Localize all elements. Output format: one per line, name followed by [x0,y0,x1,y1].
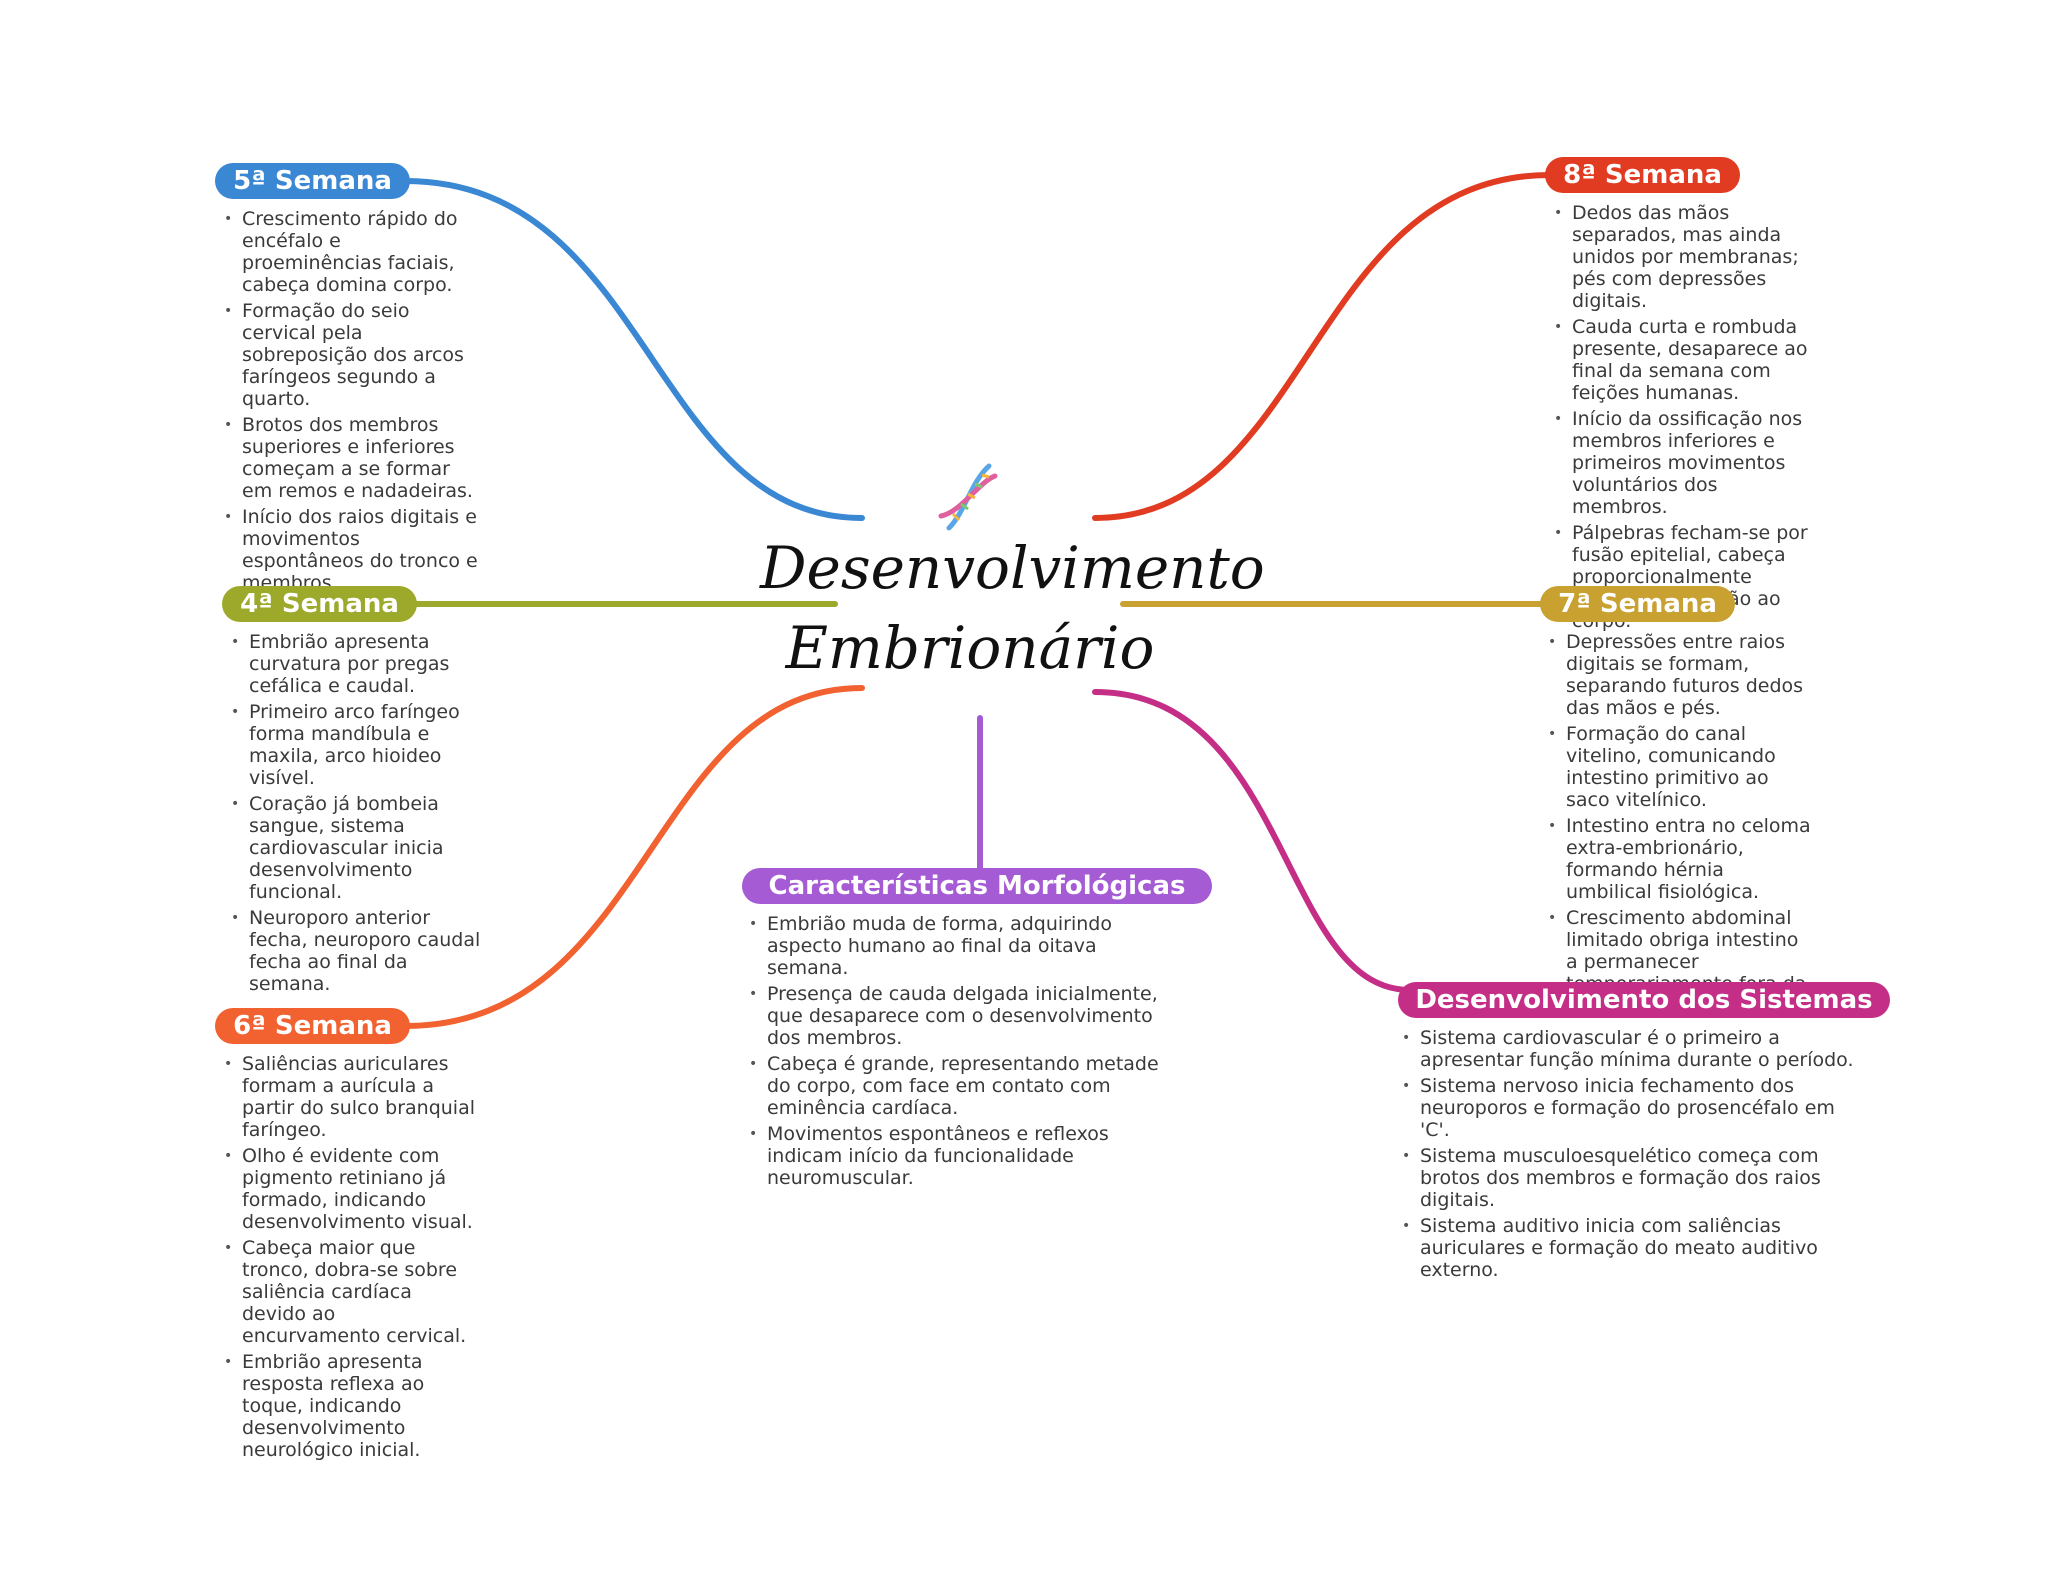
list-item: Sistema musculoesquelético começa com br… [1396,1145,1866,1211]
list-item: Embrião muda de forma, adquirindo aspect… [743,913,1183,979]
list-item: Sistema nervoso inicia fechamento dos ne… [1396,1075,1866,1141]
node-morfologicas-label: Características Morfológicas [768,871,1186,901]
list-item: Coração já bombeia sangue, sistema cardi… [225,793,485,903]
node-week4[interactable]: 4ª Semana [222,586,417,622]
week6-bullets: Saliências auriculares formam a aurícula… [218,1053,478,1465]
node-week8-label: 8ª Semana [1563,160,1722,190]
morfologicas-bullets: Embrião muda de forma, adquirindo aspect… [743,913,1183,1193]
list-item: Formação do seio cervical pela sobreposi… [218,300,478,410]
list-item: Olho é evidente com pigmento retiniano j… [218,1145,478,1233]
node-week5[interactable]: 5ª Semana [215,163,410,199]
week7-bullets: Depressões entre raios digitais se forma… [1542,631,1812,1021]
sistemas-bullets: Sistema cardiovascular é o primeiro a ap… [1396,1027,1866,1285]
list-item: Sistema cardiovascular é o primeiro a ap… [1396,1027,1866,1071]
central-title-line1: Desenvolvimento [760,534,1265,602]
list-item: Movimentos espontâneos e reflexos indica… [743,1123,1183,1189]
list-item: Neuroporo anterior fecha, neuroporo caud… [225,907,485,995]
list-item: Início dos raios digitais e movimentos e… [218,506,478,594]
node-week5-label: 5ª Semana [233,166,392,196]
connector-week6 [402,685,865,1029]
node-week7[interactable]: 7ª Semana [1540,586,1735,622]
node-week4-label: 4ª Semana [240,589,399,619]
dna-icon [938,463,998,531]
list-item: Cabeça é grande, representando metade do… [743,1053,1183,1119]
list-item: Crescimento rápido do encéfalo e proemin… [218,208,478,296]
list-item: Saliências auriculares formam a aurícula… [218,1053,478,1141]
list-item: Primeiro arco faríngeo forma mandíbula e… [225,701,485,789]
connector-week5 [402,178,865,521]
list-item: Intestino entra no celoma extra-embrioná… [1542,815,1812,903]
node-week6-label: 6ª Semana [233,1011,392,1041]
list-item: Cabeça maior que tronco, dobra-se sobre … [218,1237,478,1347]
node-caracteristicas-morfologicas[interactable]: Características Morfológicas [742,868,1212,904]
list-item: Embrião apresenta resposta reflexa ao to… [218,1351,478,1461]
node-week7-label: 7ª Semana [1558,589,1717,619]
list-item: Brotos dos membros superiores e inferior… [218,414,478,502]
list-item: Presença de cauda delgada inicialmente, … [743,983,1183,1049]
node-desenvolvimento-sistemas[interactable]: Desenvolvimento dos Sistemas [1398,982,1890,1018]
central-title-line2: Embrionário [785,614,1155,682]
connector-sistemas [1092,689,1413,993]
week5-bullets: Crescimento rápido do encéfalo e proemin… [218,208,478,598]
list-item: Dedos das mãos separados, mas ainda unid… [1548,202,1818,312]
node-week8[interactable]: 8ª Semana [1545,157,1740,193]
central-topic[interactable]: Desenvolvimento Embrionário [760,528,1265,688]
week4-bullets: Embrião apresenta curvatura por pregas c… [225,631,485,999]
list-item: Cauda curta e rombuda presente, desapare… [1548,316,1818,404]
list-item: Depressões entre raios digitais se forma… [1542,631,1812,719]
node-sistemas-label: Desenvolvimento dos Sistemas [1415,985,1873,1015]
week8-bullets: Dedos das mãos separados, mas ainda unid… [1548,202,1818,636]
list-item: Início da ossificação nos membros inferi… [1548,408,1818,518]
node-week6[interactable]: 6ª Semana [215,1008,410,1044]
list-item: Formação do canal vitelino, comunicando … [1542,723,1812,811]
connector-week8 [1092,172,1553,521]
list-item: Embrião apresenta curvatura por pregas c… [225,631,485,697]
list-item: Sistema auditivo inicia com saliências a… [1396,1215,1866,1281]
